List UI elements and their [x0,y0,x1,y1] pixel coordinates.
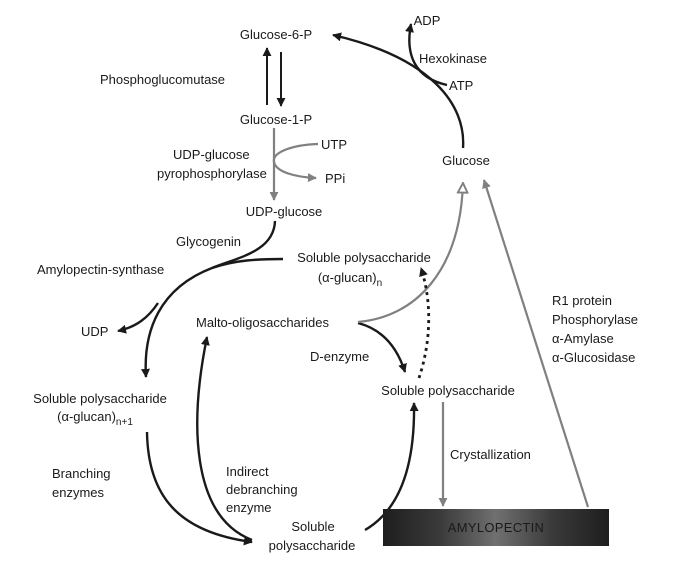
label-d-enzyme: D-enzyme [310,349,370,364]
arrow-dotted-mid-to-ps-n [417,267,431,379]
arrow-utp-to-ppi [272,142,319,183]
label-udp: UDP [81,324,109,339]
arrow-d-enzyme [357,321,407,373]
label-amylopectin-synthase: Amylopectin-synthase [37,262,165,277]
label-adp: ADP [413,13,441,28]
label-malto-oligosaccharides: Malto-oligosaccharides [196,315,329,330]
label-udp-glucose-enzyme-1: UDP-glucose [173,147,250,162]
label-atp: ATP [449,78,474,93]
arrow-atp-to-adp [405,23,448,87]
label-glycogenin: Glycogenin [176,234,242,249]
label-glucose-6-p: Glucose-6-P [239,27,313,42]
arrow-indirect-debranching [196,336,253,542]
label-crystallization: Crystallization [450,447,531,462]
label-phosphorylase: Phosphorylase [552,312,638,327]
label-alpha-amylase: α-Amylase [552,331,614,346]
arrow-branching [145,431,253,546]
label-r1-protein: R1 protein [552,293,612,308]
label-udp-glucose: UDP-glucose [245,204,323,219]
label-alpha-glucan-n1: (α-glucan)n+1 [57,409,133,428]
amylopectin-box: AMYLOPECTIN [383,509,609,546]
label-polysaccharide: polysaccharide [268,538,356,553]
label-alpha-glucan-n: (α-glucan)n [317,270,383,289]
label-enzyme: enzyme [226,500,272,515]
label-amylopectin: AMYLOPECTIN [447,520,545,535]
arrow-malto-to-glucose [357,183,463,324]
label-glucose: Glucose [442,153,490,168]
label-branching: Branching [52,466,111,481]
label-alpha-glucosidase: α-Glucosidase [552,350,636,365]
label-glucose-1-p: Glucose-1-P [239,112,313,127]
label-soluble: Soluble [291,519,335,534]
label-soluble-polysaccharide-n: Soluble polysaccharide [297,250,431,265]
label-hexokinase: Hexokinase [419,51,487,66]
label-utp: UTP [321,137,347,152]
arrow-glucose-to-glucose6p [332,32,465,149]
arrow-bottom-to-mid [364,402,419,532]
label-enzymes: enzymes [52,485,105,500]
label-soluble-polysaccharide-mid: Soluble polysaccharide [381,383,515,398]
label-phosphoglucomutase: Phosphoglucomutase [100,72,226,87]
arrow-amylopectin-to-glucose [482,179,590,508]
label-debranching: debranching [226,482,298,497]
label-ppi: PPi [325,171,346,186]
label-soluble-polysaccharide-n1: Soluble polysaccharide [33,391,167,406]
arrow-to-udp [117,302,159,334]
label-indirect: Indirect [226,464,269,479]
arrow-udpglucose-to-ps-n1 [140,220,277,378]
label-udp-glucose-enzyme-2: pyrophosphorylase [157,166,267,181]
arrow-branch-ps-n [211,257,284,270]
